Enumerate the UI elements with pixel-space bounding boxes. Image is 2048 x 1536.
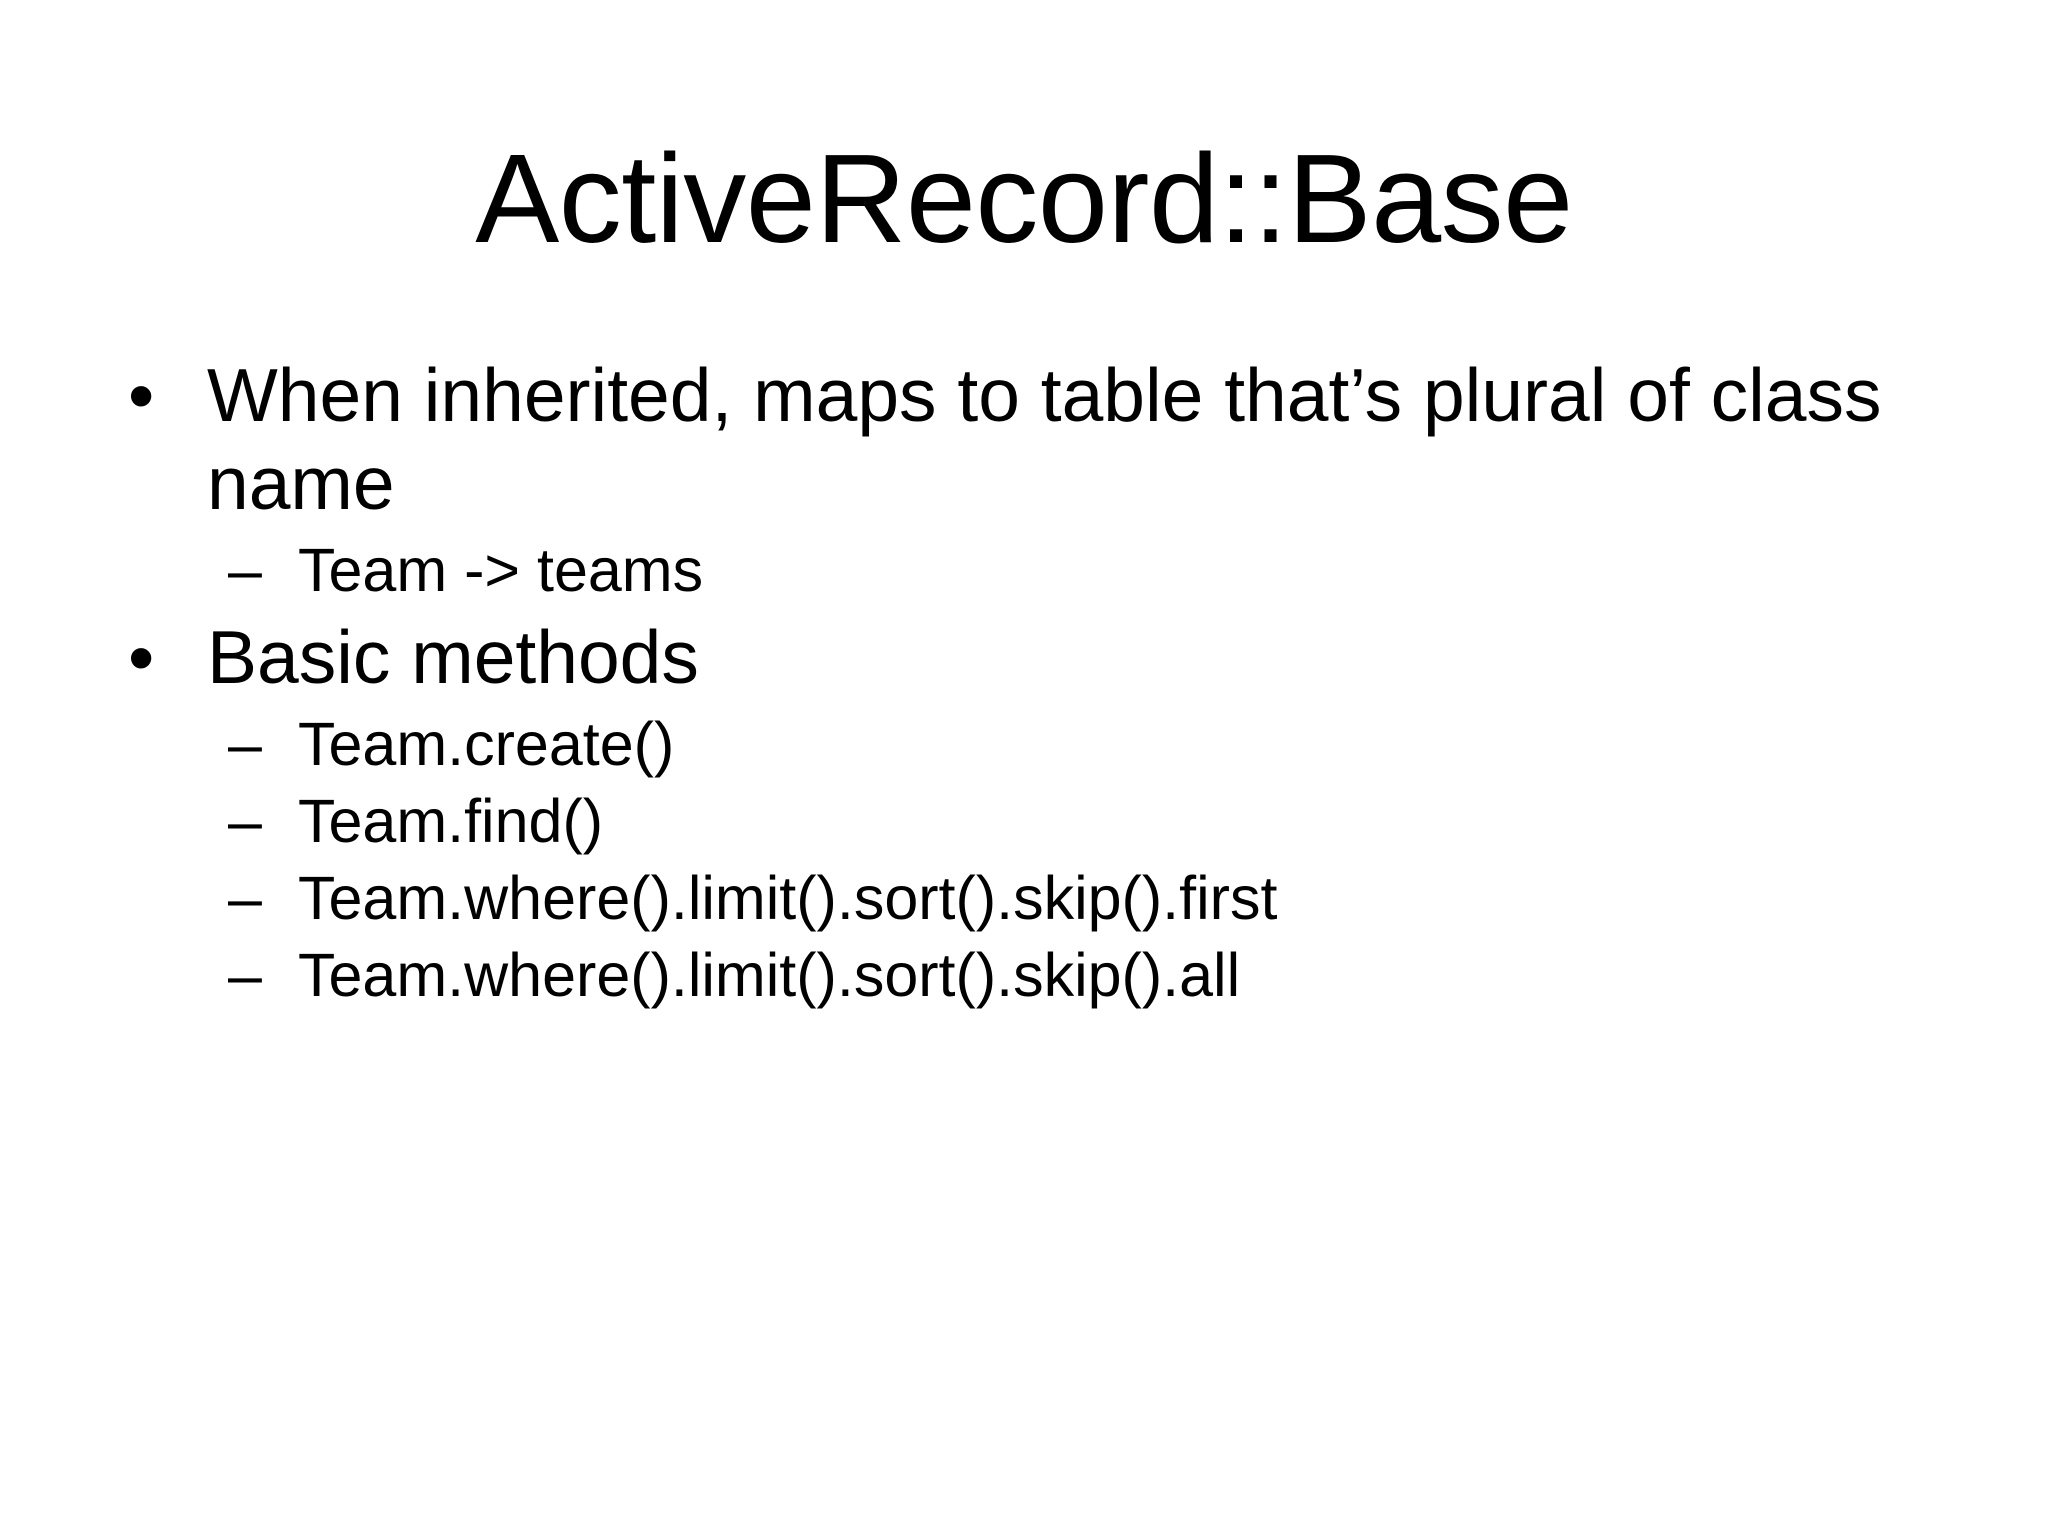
bullet-dash-icon: –: [228, 786, 262, 855]
list-item: – Team.where().limit().sort().skip().fir…: [110, 860, 1940, 937]
bullet-dot-icon: •: [128, 353, 155, 437]
page-title: ActiveRecord::Base: [475, 128, 1573, 270]
bullet-dot-icon: •: [128, 615, 155, 700]
bullet-dash-icon: –: [228, 863, 262, 932]
bullet-list-level2: – Team.create() – Team.find() – Team.whe…: [110, 706, 1940, 1013]
list-item-label: Team.where().limit().sort().skip().all: [298, 940, 1241, 1009]
slide-title-placeholder[interactable]: ActiveRecord::Base: [140, 104, 1908, 294]
list-item: – Team.where().limit().sort().skip().all: [110, 937, 1940, 1014]
list-item-label: Basic methods: [207, 615, 699, 700]
list-item-label: Team.where().limit().sort().skip().first: [298, 863, 1278, 932]
list-item: – Team -> teams: [110, 532, 1940, 609]
list-item-label: Team.create(): [298, 710, 675, 779]
list-item-label: Team -> teams: [298, 535, 704, 604]
slide-body-placeholder[interactable]: • When inherited, maps to table that’s p…: [110, 352, 1940, 1432]
list-item: • When inherited, maps to table that’s p…: [110, 352, 1940, 528]
bullet-list-level2: – Team -> teams: [110, 532, 1940, 609]
bullet-list-level1: • When inherited, maps to table that’s p…: [110, 352, 1940, 1014]
list-item-label: Team.find(): [298, 786, 604, 855]
list-item: • Basic methods: [110, 614, 1940, 702]
list-item: – Team.create(): [110, 706, 1940, 783]
bullet-dash-icon: –: [228, 940, 262, 1009]
list-item: – Team.find(): [110, 783, 1940, 860]
bullet-dash-icon: –: [228, 535, 262, 604]
list-item-label: When inherited, maps to table that’s plu…: [207, 353, 1882, 525]
bullet-dash-icon: –: [228, 710, 262, 779]
